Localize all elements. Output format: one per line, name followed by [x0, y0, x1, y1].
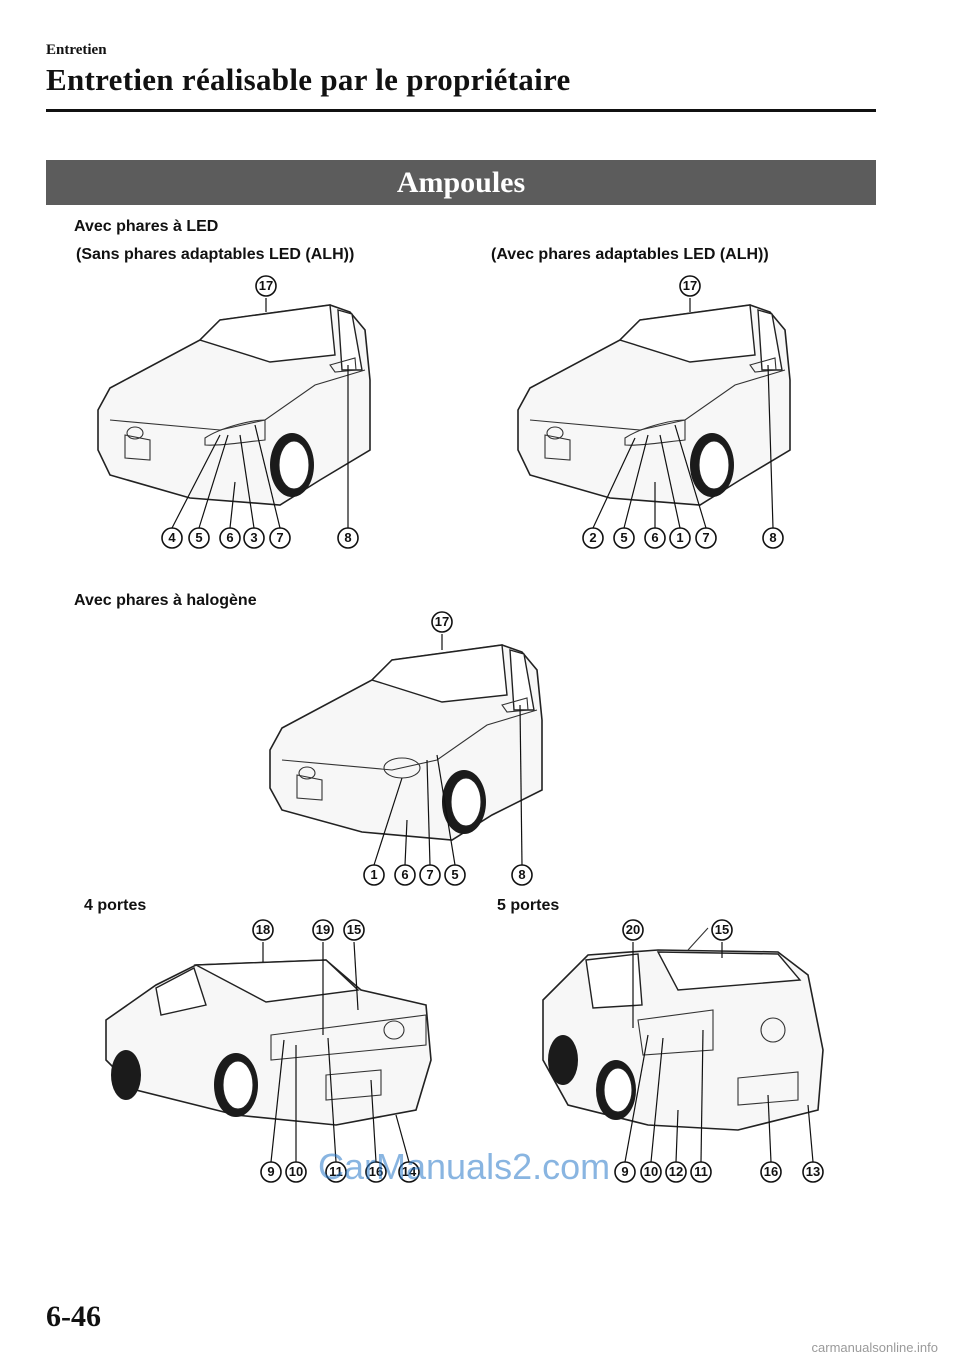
svg-text:6: 6 [651, 530, 658, 545]
svg-text:5: 5 [620, 530, 627, 545]
figure-halogen: 17 1 6 7 5 8 [262, 610, 562, 890]
svg-text:15: 15 [347, 922, 361, 937]
svg-text:6: 6 [401, 867, 408, 882]
svg-text:19: 19 [316, 922, 330, 937]
svg-text:9: 9 [267, 1164, 274, 1179]
svg-text:8: 8 [769, 530, 776, 545]
svg-text:7: 7 [426, 867, 433, 882]
page-number: 6-46 [46, 1300, 101, 1333]
svg-text:17: 17 [435, 614, 449, 629]
caption-five-door: 5 portes [497, 897, 560, 914]
svg-text:2: 2 [589, 530, 596, 545]
callout-labels: 17 1 6 7 5 8 [363, 611, 533, 886]
svg-text:11: 11 [694, 1164, 708, 1179]
callout-labels: 17 4 5 6 3 7 8 [161, 275, 359, 549]
svg-text:10: 10 [644, 1164, 658, 1179]
caption-halogen: Avec phares à halogène [74, 592, 257, 609]
svg-text:4: 4 [168, 530, 176, 545]
caption-led-no-alh: (Sans phares adaptables LED (ALH)) [76, 246, 355, 263]
caption-four-door: 4 portes [84, 897, 147, 914]
svg-text:9: 9 [621, 1164, 628, 1179]
svg-text:16: 16 [369, 1164, 383, 1179]
svg-text:11: 11 [329, 1164, 343, 1179]
svg-text:20: 20 [626, 922, 640, 937]
front-car-illustration: 17 4 5 6 3 7 8 [97, 275, 371, 549]
svg-text:6: 6 [226, 530, 233, 545]
svg-text:13: 13 [806, 1164, 820, 1179]
svg-text:5: 5 [451, 867, 458, 882]
front-car-illustration: 17 1 6 7 5 8 [269, 611, 543, 886]
callout-labels: 17 2 5 6 1 7 8 [582, 275, 784, 549]
caption-led-alh: (Avec phares adaptables LED (ALH)) [491, 246, 769, 263]
callout-17: 17 [255, 275, 277, 297]
figure-four-door: 18 19 15 9 10 11 16 14 [96, 910, 446, 1190]
footer-watermark: carmanualsonline.info [811, 1340, 938, 1355]
svg-text:7: 7 [276, 530, 283, 545]
rear-sedan-illustration: 18 19 15 9 10 11 16 14 [105, 919, 432, 1183]
svg-text:18: 18 [256, 922, 270, 937]
page-title: Entretien réalisable par le propriétaire [46, 62, 571, 97]
svg-text:8: 8 [518, 867, 525, 882]
section-kicker: Entretien [46, 42, 107, 58]
figure-led-alh: 17 2 5 6 1 7 8 [500, 270, 840, 560]
svg-text:15: 15 [715, 922, 729, 937]
svg-text:8: 8 [344, 530, 351, 545]
caption-led: Avec phares à LED [74, 218, 219, 235]
rear-hatch-illustration: 20 15 9 10 12 11 16 13 [542, 919, 824, 1183]
svg-text:14: 14 [402, 1164, 417, 1179]
svg-text:3: 3 [250, 530, 257, 545]
watermark: CarManuals2.com [318, 1146, 611, 1187]
callout-labels: 20 15 9 10 12 11 16 13 [614, 919, 824, 1183]
svg-text:1: 1 [370, 867, 377, 882]
svg-text:17: 17 [259, 278, 273, 293]
svg-text:12: 12 [669, 1164, 683, 1179]
svg-text:7: 7 [702, 530, 709, 545]
figure-led-no-alh: 17 4 5 6 3 7 8 [80, 270, 420, 560]
callout-labels: 18 19 15 9 10 11 16 14 [252, 919, 420, 1183]
svg-text:10: 10 [289, 1164, 303, 1179]
section-banner: Ampoules [46, 160, 876, 205]
figure-five-door: 20 15 9 10 12 11 16 13 [538, 910, 838, 1190]
svg-text:5: 5 [195, 530, 202, 545]
svg-text:16: 16 [764, 1164, 778, 1179]
svg-text:17: 17 [683, 278, 697, 293]
title-rule [46, 109, 876, 112]
svg-text:1: 1 [676, 530, 683, 545]
front-car-illustration: 17 2 5 6 1 7 8 [517, 275, 791, 549]
